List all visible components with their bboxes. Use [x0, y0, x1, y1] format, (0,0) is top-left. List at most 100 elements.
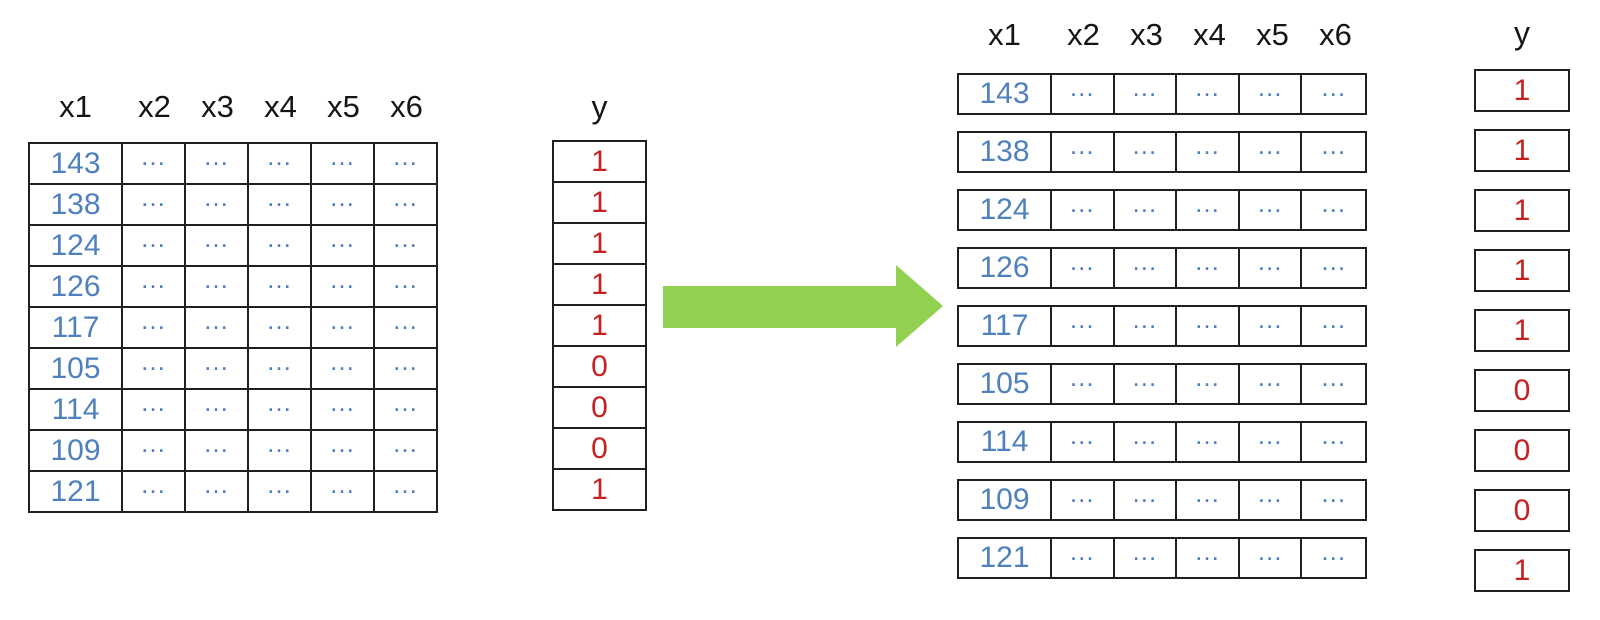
x1-value-cell: 143	[959, 75, 1052, 113]
ellipsis-placeholder: …	[329, 428, 356, 458]
dots-cell: …	[249, 346, 312, 390]
ellipsis-placeholder: …	[1320, 361, 1348, 392]
y-value-cell: 1	[554, 142, 645, 183]
column-header-x4: x4	[264, 89, 297, 124]
ellipsis-placeholder: …	[140, 182, 167, 212]
dots-cell: …	[1115, 187, 1178, 229]
ellipsis-placeholder: …	[1131, 187, 1159, 218]
dots-cell: …	[375, 141, 438, 185]
ellipsis-placeholder: …	[203, 223, 230, 253]
record-box: 109……………	[957, 477, 1367, 521]
dots-cell: …	[1052, 303, 1115, 345]
ellipsis-placeholder: …	[1256, 361, 1284, 392]
record-box: 105……………	[957, 361, 1367, 405]
column-header-x4: x4	[1193, 17, 1226, 52]
ellipsis-placeholder: …	[203, 469, 230, 499]
dots-cell: …	[1302, 536, 1365, 577]
column-header-x3: x3	[201, 89, 234, 124]
dots-cell: …	[186, 182, 249, 226]
column-header-x1: x1	[988, 17, 1021, 52]
ellipsis-placeholder: …	[1256, 245, 1284, 276]
dots-cell: …	[1115, 420, 1178, 461]
dots-cell: …	[312, 141, 375, 185]
dots-cell: …	[375, 223, 438, 267]
dots-cell: …	[249, 223, 312, 267]
ellipsis-placeholder: …	[266, 387, 293, 417]
transform-arrow-head-icon	[896, 265, 943, 347]
x1-value-cell: 117	[959, 307, 1052, 345]
ellipsis-placeholder: …	[329, 264, 356, 294]
ellipsis-placeholder: …	[329, 305, 356, 335]
dots-cell: …	[249, 305, 312, 349]
dots-cell: …	[312, 223, 375, 267]
dots-cell: …	[1115, 536, 1178, 577]
dots-cell: …	[1052, 478, 1115, 519]
dots-cell: …	[1240, 130, 1303, 171]
ellipsis-placeholder: …	[1320, 129, 1348, 160]
ellipsis-placeholder: …	[140, 469, 167, 499]
ellipsis-placeholder: …	[392, 428, 419, 458]
ellipsis-placeholder: …	[329, 469, 356, 499]
dots-cell: …	[375, 428, 438, 472]
ellipsis-placeholder: …	[203, 387, 230, 417]
dots-cell: …	[312, 469, 375, 513]
column-header-x6: x6	[1319, 17, 1352, 52]
ellipsis-placeholder: …	[140, 223, 167, 253]
column-header-x5: x5	[327, 89, 360, 124]
dots-cell: …	[186, 346, 249, 390]
dots-cell: …	[1240, 536, 1303, 577]
x1-value-cell: 143	[30, 144, 123, 185]
dots-cell: …	[312, 264, 375, 308]
right-row-boxes: 143……………138……………124……………126……………117………………	[957, 71, 1367, 579]
dots-cell: …	[1115, 246, 1178, 287]
dots-cell: …	[375, 182, 438, 226]
x1-value-cell: 105	[959, 365, 1052, 403]
ellipsis-placeholder: …	[1320, 419, 1348, 450]
dots-cell: …	[249, 387, 312, 431]
y-value-box: 0	[1474, 429, 1570, 472]
ellipsis-placeholder: …	[140, 141, 167, 171]
dots-cell: …	[1302, 188, 1365, 229]
dots-cell: …	[186, 264, 249, 308]
x1-value-cell: 114	[30, 390, 123, 431]
ellipsis-placeholder: …	[203, 346, 230, 376]
y-value-box: 0	[1474, 489, 1570, 532]
x1-value-cell: 126	[959, 249, 1052, 287]
dots-cell: …	[1177, 304, 1240, 345]
dots-cell: …	[1052, 130, 1115, 171]
y-value-cell: 1	[554, 470, 645, 511]
dots-cell: …	[1177, 188, 1240, 229]
ellipsis-placeholder: …	[1256, 477, 1284, 508]
record-box: 114……………	[957, 419, 1367, 463]
dots-cell: …	[186, 141, 249, 185]
dots-cell: …	[312, 182, 375, 226]
dots-cell: …	[1115, 303, 1178, 345]
y-value-box: 1	[1474, 549, 1570, 592]
dots-cell: …	[1302, 72, 1365, 113]
dots-cell: …	[1240, 188, 1303, 229]
transform-arrow-icon	[663, 286, 897, 328]
dots-cell: …	[123, 223, 186, 267]
x1-value-cell: 117	[30, 308, 123, 349]
dots-cell: …	[1177, 130, 1240, 171]
y-value-box: 1	[1474, 189, 1570, 232]
dots-cell: …	[1240, 361, 1303, 403]
ellipsis-placeholder: …	[1131, 303, 1159, 334]
column-header-x2: x2	[138, 89, 171, 124]
ellipsis-placeholder: …	[1068, 303, 1096, 334]
x1-value-cell: 105	[30, 349, 123, 390]
x1-value-cell: 124	[959, 191, 1052, 229]
record-box: 126……………	[957, 245, 1367, 289]
dots-cell: …	[1052, 420, 1115, 461]
dots-cell: …	[1052, 246, 1115, 287]
y-value-cell: 0	[554, 388, 645, 429]
ellipsis-placeholder: …	[266, 223, 293, 253]
dots-cell: …	[249, 469, 312, 513]
dots-cell: …	[1302, 478, 1365, 519]
ellipsis-placeholder: …	[1131, 71, 1159, 102]
dots-cell: …	[1115, 130, 1178, 171]
